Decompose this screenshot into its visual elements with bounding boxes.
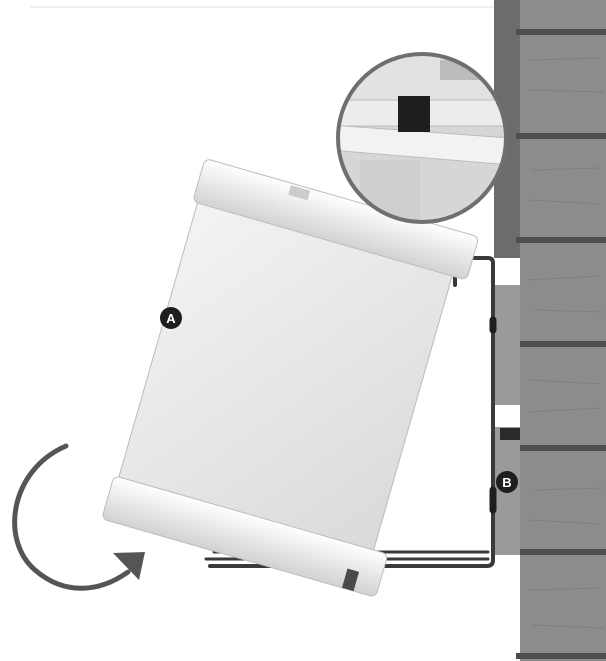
- callout-a-label: A: [166, 311, 176, 326]
- callout-a-badge: A: [160, 307, 182, 329]
- callout-b-badge: B: [496, 471, 518, 493]
- window-box-planter: [102, 158, 479, 597]
- callout-b-label: B: [502, 475, 511, 490]
- house-siding-wall: [494, 0, 606, 661]
